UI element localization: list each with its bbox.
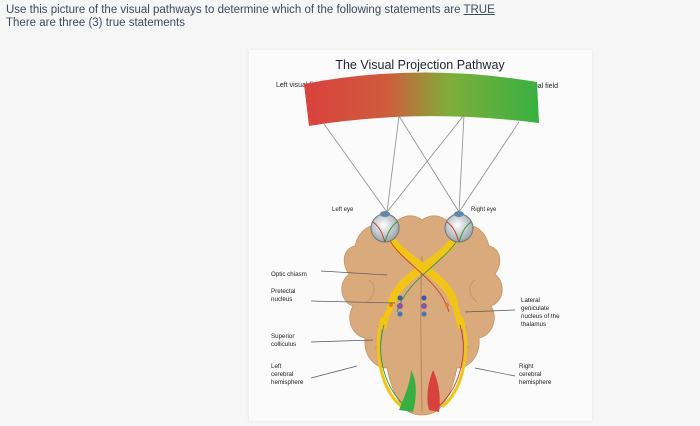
left-visual-field-label: Left visual field xyxy=(276,82,322,89)
lateral-geniculate-label: Lateral geniculate nucleus of the thalam… xyxy=(521,297,561,328)
visual-field-band xyxy=(304,72,539,126)
left-eye-label: Left eye xyxy=(332,207,354,213)
nuclei-dots xyxy=(389,295,449,317)
lateral-geniculate-line: nucleus of the xyxy=(521,313,560,320)
left-eye xyxy=(370,211,400,243)
optic-chiasm-label: Optic chiasm xyxy=(271,271,307,278)
leader-lines xyxy=(310,270,516,379)
superior-colliculus-line: colliculus xyxy=(271,341,296,348)
right-eye xyxy=(444,211,474,243)
left-hemisphere-line: cerebral xyxy=(271,371,293,378)
right-hemisphere-line: Right xyxy=(519,363,534,370)
pretectal-nucleus-label: Pretectal nucleus xyxy=(271,288,297,303)
question-text: Use this picture of the visual pathways … xyxy=(6,4,495,29)
left-hemisphere-label: Left cerebral hemisphere xyxy=(271,363,304,386)
left-visual-cortex xyxy=(399,370,416,412)
right-eye-label: Right eye xyxy=(471,207,497,213)
question-line-1: Use this picture of the visual pathways … xyxy=(6,4,495,17)
right-hemisphere-label: Right cerebral hemisphere xyxy=(519,363,552,386)
lateral-geniculate-line: geniculate xyxy=(521,305,550,312)
superior-colliculus-label: Superior colliculus xyxy=(271,333,296,348)
right-hemisphere-line: cerebral xyxy=(519,371,541,378)
lateral-geniculate-line: Lateral xyxy=(521,297,540,304)
right-hemisphere-line: hemisphere xyxy=(519,379,552,386)
right-visual-cortex xyxy=(427,370,440,412)
superior-colliculus-line: Superior xyxy=(271,333,294,340)
field-projection-lines xyxy=(323,114,520,213)
figure-title: The Visual Projection Pathway xyxy=(335,58,505,72)
question-prefix: Use this picture of the visual pathways … xyxy=(6,4,464,16)
question-line-2: There are three (3) true statements xyxy=(6,16,185,29)
pretectal-nucleus-line: nucleus xyxy=(271,296,292,303)
left-hemisphere-line: hemisphere xyxy=(271,379,304,386)
visual-pathway-figure: The Visual Projection Pathway Left visua… xyxy=(249,50,592,421)
pretectal-nucleus-line: Pretectal xyxy=(271,288,295,295)
visual-pathway-diagram: The Visual Projection Pathway Left visua… xyxy=(271,58,561,416)
left-hemisphere-line: Left xyxy=(271,363,282,370)
true-emphasis: TRUE xyxy=(463,4,495,16)
optic-pathway xyxy=(376,230,468,408)
lateral-geniculate-line: thalamus xyxy=(521,321,546,328)
